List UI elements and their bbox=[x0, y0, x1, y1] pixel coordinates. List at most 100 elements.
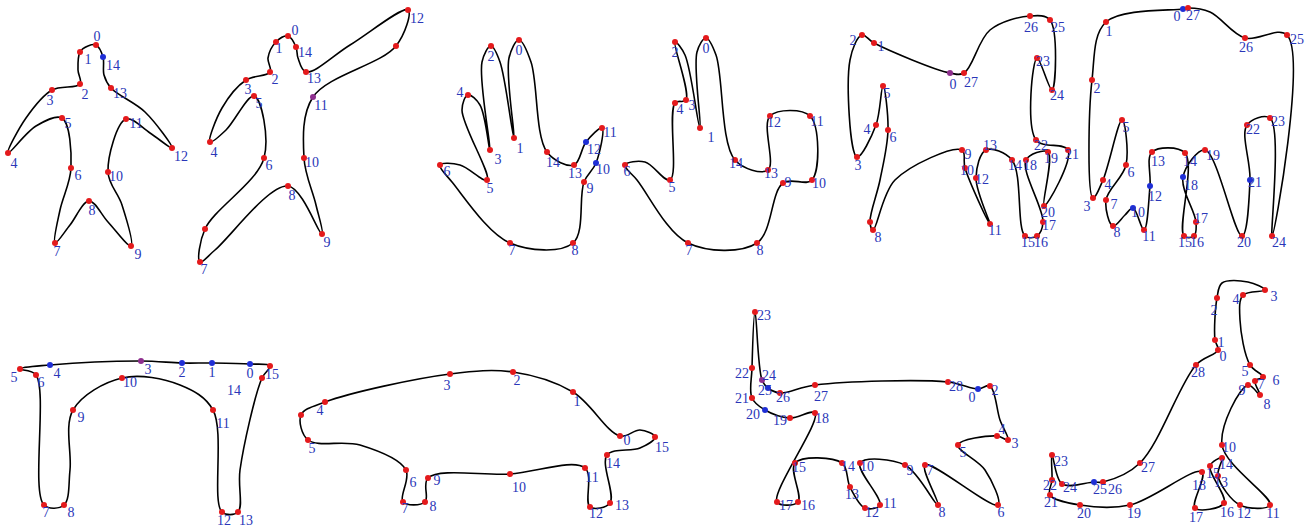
point-number: 0 bbox=[94, 30, 101, 44]
point-number: 10 bbox=[596, 163, 610, 177]
point-number: 1 bbox=[276, 42, 283, 56]
keypoint-dot bbox=[1147, 183, 1153, 189]
point-number: 9 bbox=[135, 248, 142, 262]
point-number: 21 bbox=[1248, 176, 1262, 190]
point-number: 8 bbox=[289, 189, 296, 203]
point-number: 1 bbox=[1218, 336, 1225, 350]
keypoint-dot bbox=[975, 386, 981, 392]
point-number: 8 bbox=[89, 204, 96, 218]
point-number: 10 bbox=[512, 481, 526, 495]
point-number: 6 bbox=[38, 376, 45, 390]
keypoint-dot bbox=[210, 407, 216, 413]
point-number: 4 bbox=[1233, 293, 1240, 307]
keypoint-dot bbox=[138, 358, 144, 364]
point-number: 2 bbox=[850, 34, 857, 48]
point-number: 12 bbox=[865, 506, 879, 520]
point-number: 2 bbox=[488, 50, 495, 64]
keypoint-dot bbox=[70, 407, 76, 413]
point-number: 20 bbox=[1077, 507, 1091, 521]
point-number: 8 bbox=[757, 244, 764, 258]
keypoint-dot bbox=[1103, 197, 1109, 203]
point-number: 25 bbox=[758, 384, 772, 398]
keypoint-dot bbox=[5, 150, 11, 156]
point-number: 10 bbox=[960, 164, 974, 178]
point-number: 16 bbox=[1220, 506, 1234, 520]
point-number: 17 bbox=[1189, 511, 1203, 525]
point-number: 17 bbox=[1194, 212, 1208, 226]
keypoint-dot bbox=[77, 81, 83, 87]
point-number: 11 bbox=[585, 471, 598, 485]
point-number: 11 bbox=[883, 497, 896, 511]
shape-outline bbox=[300, 370, 655, 508]
point-number: 15 bbox=[1178, 236, 1192, 250]
point-number: 5 bbox=[884, 87, 891, 101]
point-number: 28 bbox=[949, 380, 963, 394]
point-number: 4 bbox=[11, 157, 18, 171]
keypoint-dot bbox=[77, 49, 83, 55]
point-number: 23 bbox=[1036, 55, 1050, 69]
keypoint-dot bbox=[393, 43, 399, 49]
point-number: 10 bbox=[812, 177, 826, 191]
point-number: 0 bbox=[1174, 10, 1181, 24]
point-number: 16 bbox=[801, 499, 815, 513]
keypoint-dot bbox=[47, 362, 53, 368]
point-number: 8 bbox=[430, 500, 437, 514]
point-number: 13 bbox=[239, 514, 253, 528]
point-number: 19 bbox=[1206, 149, 1220, 163]
shape-outline bbox=[751, 312, 1009, 509]
keypoint-dot bbox=[425, 475, 431, 481]
point-number: 19 bbox=[1044, 152, 1058, 166]
keypoint-dot bbox=[959, 147, 965, 153]
point-number: 10 bbox=[1222, 441, 1236, 455]
point-number: 6 bbox=[998, 506, 1005, 520]
keypoint-dot bbox=[1245, 382, 1251, 388]
shape-outline bbox=[1089, 8, 1293, 238]
point-number: 4 bbox=[677, 103, 684, 117]
keypoint-dot bbox=[68, 165, 74, 171]
point-number: 3 bbox=[47, 94, 54, 108]
keypoint-dot bbox=[1252, 378, 1258, 384]
point-number: 12 bbox=[174, 150, 188, 164]
point-number: 4 bbox=[1105, 178, 1112, 192]
point-number: 11 bbox=[603, 126, 616, 140]
point-number: 13 bbox=[113, 87, 127, 101]
keypoint-dot bbox=[298, 412, 304, 418]
point-number: 12 bbox=[217, 514, 231, 528]
point-number: 3 bbox=[444, 379, 451, 393]
point-number: 12 bbox=[1148, 190, 1162, 204]
point-number: 12 bbox=[767, 116, 781, 130]
point-number: 21 bbox=[735, 392, 749, 406]
point-number: 1 bbox=[878, 40, 885, 54]
point-number: 5 bbox=[487, 182, 494, 196]
point-number: 4 bbox=[54, 367, 61, 381]
point-number: 17 bbox=[779, 499, 793, 513]
keypoint-dot bbox=[607, 500, 613, 506]
point-number: 15 bbox=[1206, 467, 1220, 481]
point-number: 5 bbox=[960, 446, 967, 460]
point-number: 1 bbox=[1106, 25, 1113, 39]
point-number: 0 bbox=[516, 44, 523, 58]
point-number: 22 bbox=[1034, 139, 1048, 153]
point-number: 14 bbox=[1183, 155, 1197, 169]
point-number: 22 bbox=[1043, 479, 1057, 493]
shape-outline bbox=[440, 40, 603, 250]
point-number: 3 bbox=[855, 159, 862, 173]
point-number: 15 bbox=[792, 461, 806, 475]
point-number: 3 bbox=[245, 83, 252, 97]
point-number: 11 bbox=[1142, 230, 1155, 244]
point-number: 13 bbox=[845, 488, 859, 502]
shape-outline bbox=[625, 38, 818, 250]
point-number: 24 bbox=[762, 369, 776, 383]
point-number: 5 bbox=[309, 442, 316, 456]
point-number: 7 bbox=[402, 502, 409, 516]
shape-outline bbox=[8, 45, 172, 247]
keypoint-dot bbox=[1199, 469, 1205, 475]
point-number: 7 bbox=[54, 245, 61, 259]
point-number: 24 bbox=[1050, 89, 1064, 103]
keypoint-dot bbox=[465, 92, 471, 98]
point-number: 18 bbox=[1023, 159, 1037, 173]
keypoint-dot bbox=[544, 149, 550, 155]
point-number: 8 bbox=[68, 506, 75, 520]
point-number: 2 bbox=[179, 366, 186, 380]
